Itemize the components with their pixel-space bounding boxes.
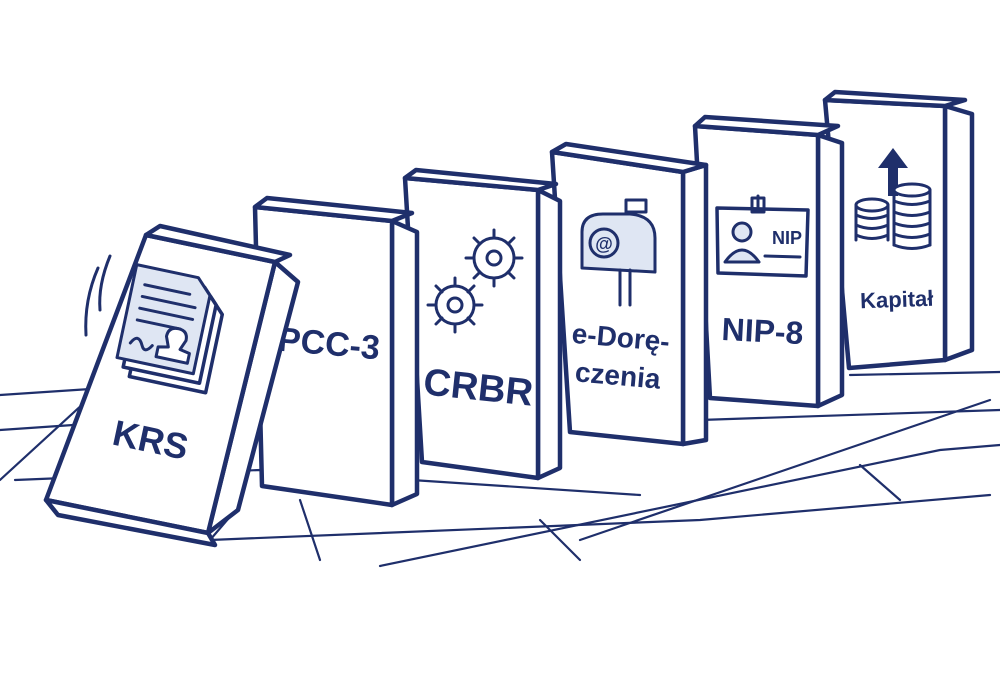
id-badge-icon: NIP xyxy=(715,194,810,278)
domino-e-doreczenia: @ e-Dorę- czenia xyxy=(549,141,709,447)
mailbox-icon: @ xyxy=(580,198,657,307)
coins-arrow-up-icon xyxy=(854,148,932,250)
domino-crbr: CRBR xyxy=(402,167,563,481)
domino-kapital: Kapitał xyxy=(822,89,975,371)
domino-label-e-doreczenia-line2: czenia xyxy=(574,356,662,394)
domino-krs: KRS xyxy=(43,223,301,548)
svg-text:@: @ xyxy=(595,234,613,254)
domino-nip-8: NIP NIP-8 xyxy=(692,114,845,409)
domino-label-pcc-3: PCC-3 xyxy=(276,321,381,368)
domino-label-kapital: Kapitał xyxy=(860,286,934,314)
gears-icon xyxy=(426,228,524,334)
motion-lines xyxy=(84,254,112,337)
nip-badge-text: NIP xyxy=(772,228,802,248)
document-stamp-icon xyxy=(115,263,225,395)
domino-label-nip-8: NIP-8 xyxy=(721,311,805,351)
